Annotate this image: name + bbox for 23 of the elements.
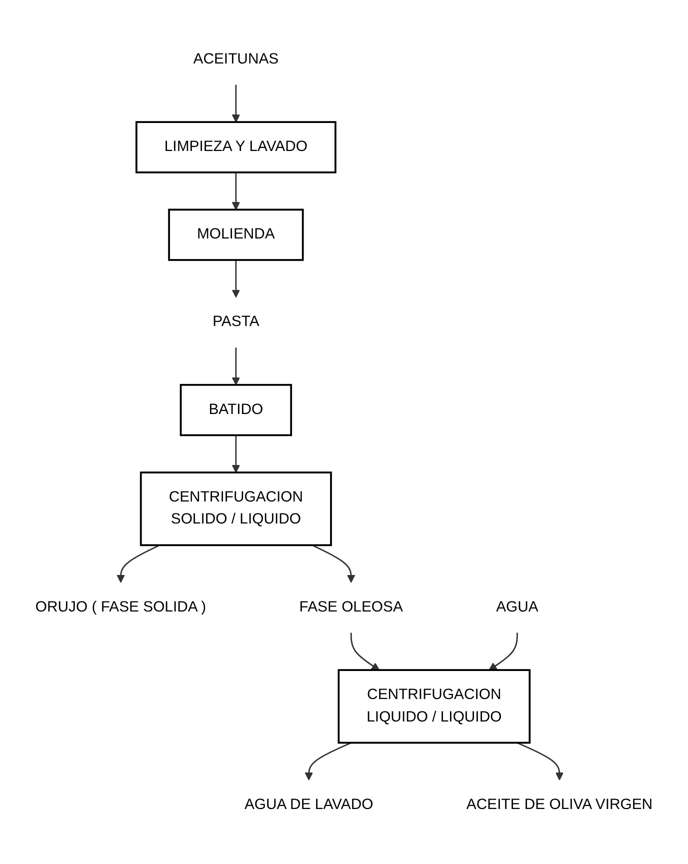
node-text: FASE OLEOSA xyxy=(299,598,403,615)
node-text: PASTA xyxy=(212,314,260,330)
node-box: CENTRIFUGACION SOLIDO / LIQUIDO xyxy=(140,471,332,546)
arrow xyxy=(304,742,352,780)
node-box: MOLIENDA xyxy=(168,208,304,261)
node-text: ORUJO ( FASE SOLIDA ) xyxy=(35,598,206,615)
node-box: LIMPIEZA Y LAVADO xyxy=(136,120,336,173)
arrow xyxy=(350,632,380,670)
node-box: BATIDO xyxy=(180,384,292,436)
arrow xyxy=(116,544,160,582)
node-text: ACEITE DE OLIVA VIRGEN xyxy=(466,796,653,812)
arrow xyxy=(232,260,240,298)
arrow xyxy=(516,742,564,780)
node-text: ACEITUNAS xyxy=(193,50,279,67)
node-text: AGUA DE LAVADO xyxy=(244,796,374,812)
arrow xyxy=(488,632,518,670)
arrow xyxy=(232,84,240,122)
arrow xyxy=(232,434,240,472)
arrow xyxy=(232,172,240,210)
node-box: CENTRIFUGACION LIQUIDO / LIQUIDO xyxy=(338,668,531,744)
node-text: AGUA xyxy=(496,598,538,615)
arrow xyxy=(312,544,356,582)
arrow xyxy=(232,347,240,385)
